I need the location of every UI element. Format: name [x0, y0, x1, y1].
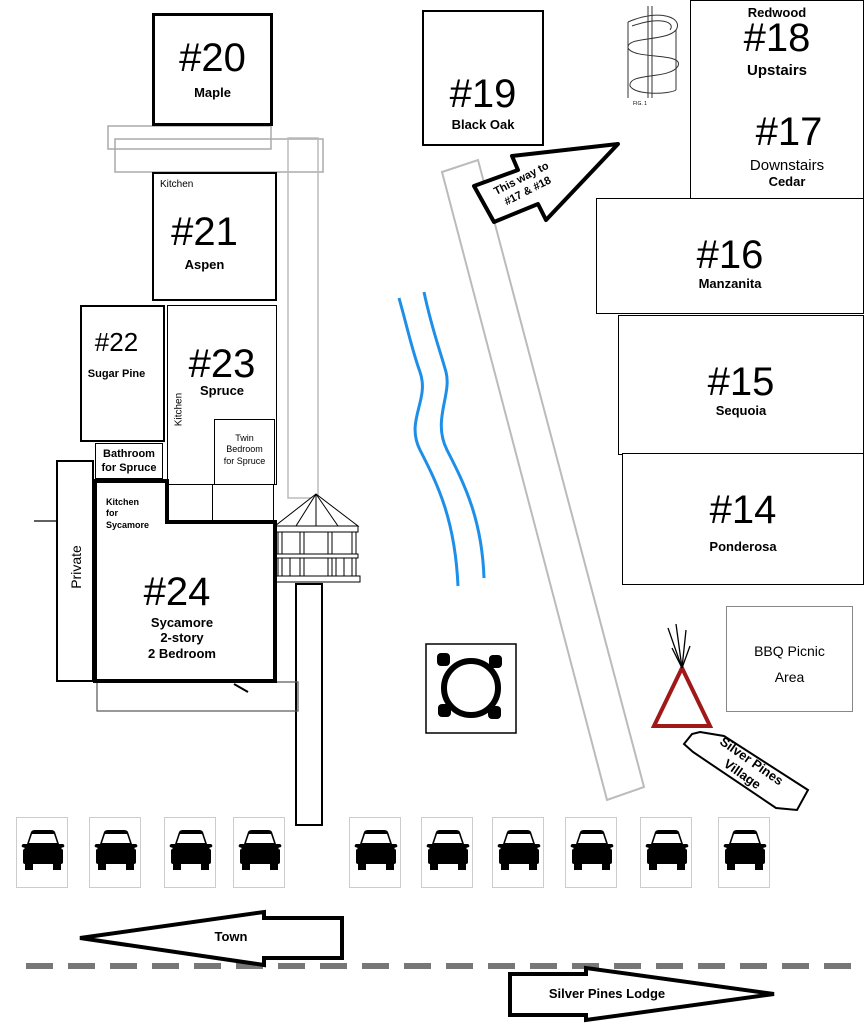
walkway-twin — [212, 484, 274, 522]
cabin-18-number: #18 — [743, 16, 811, 60]
car-icon — [645, 830, 689, 870]
parking-space[interactable] — [349, 817, 401, 888]
car-icon — [238, 830, 282, 870]
cabin-15-number: #15 — [707, 360, 775, 404]
cabin-20[interactable]: #20 Maple — [152, 13, 273, 126]
cabin-17-sub: Cedar — [768, 174, 806, 189]
cabin-18-top-label: Redwood — [747, 5, 807, 20]
walkway-maple-2 — [114, 138, 324, 173]
cabin-22-name: Sugar Pine — [87, 368, 146, 380]
cabin-14-number: #14 — [709, 488, 777, 532]
cabin-23-name: Spruce — [199, 383, 245, 398]
hot-tub-icon — [441, 658, 501, 718]
kitchen-sycamore-line-2: Sycamore — [106, 519, 150, 530]
cabin-19-number: #19 — [449, 72, 517, 116]
room-twin-bedroom[interactable]: Twin Bedroom for Spruce — [214, 419, 275, 485]
car-icon — [354, 830, 398, 870]
car-icon — [94, 830, 138, 870]
fig-label: FIG. 1 — [633, 101, 647, 107]
cabin-16-name: Manzanita — [698, 276, 762, 291]
cabin-21[interactable]: Kitchen #21 Aspen — [152, 172, 277, 301]
car-icon — [723, 830, 767, 870]
parking-space[interactable] — [421, 817, 473, 888]
lodge-label: Silver Pines Lodge — [548, 986, 666, 1001]
cabin-18-17[interactable]: Redwood #18 Upstairs #17 Downstairs Ceda… — [690, 0, 864, 200]
cabin-14[interactable]: #14 Ponderosa — [622, 453, 864, 585]
private-label: Private — [68, 545, 84, 589]
cabin-24-detail-1: 2-story — [160, 630, 204, 645]
cabin-23-kitchen: Kitchen — [173, 392, 185, 427]
cabin-15-name: Sequoia — [715, 403, 767, 418]
walkway-maple — [107, 125, 272, 150]
parking-space[interactable] — [89, 817, 141, 888]
parking-space[interactable] — [492, 817, 544, 888]
cabin-22-number: #22 — [94, 327, 139, 357]
room-bathroom[interactable]: Bathroom for Spruce — [95, 443, 163, 479]
lower-path — [295, 583, 323, 826]
cabin-19[interactable]: #19 Black Oak — [422, 10, 544, 146]
vertical-path — [287, 137, 319, 499]
teepee-icon — [650, 623, 714, 728]
cabin-18-name: Upstairs — [746, 62, 808, 79]
cabin-16[interactable]: #16 Manzanita — [596, 198, 864, 314]
cabin-21-number: #21 — [171, 210, 238, 254]
parking-space[interactable] — [16, 817, 68, 888]
cabin-15[interactable]: #15 Sequoia — [618, 315, 864, 455]
cabin-20-number: #20 — [179, 36, 246, 80]
cabin-19-name: Black Oak — [451, 117, 515, 132]
twin-line-2: Bedroom — [226, 444, 263, 455]
cabin-21-name: Aspen — [184, 257, 225, 272]
bbq-picnic-area[interactable]: BBQ Picnic Area — [726, 606, 853, 712]
spiral-staircase-icon — [627, 6, 679, 98]
cabin-24-detail-2: 2 Bedroom — [148, 646, 216, 661]
car-icon — [21, 830, 65, 870]
twin-line-1: Twin — [235, 433, 254, 443]
this-way-arrow — [472, 142, 620, 224]
bathroom-line-1: Bathroom — [103, 448, 155, 460]
creek-left — [397, 297, 460, 587]
car-icon — [497, 830, 541, 870]
village-sign — [682, 730, 810, 812]
cabin-24-name: Sycamore — [150, 615, 214, 630]
car-icon — [426, 830, 470, 870]
cabin-21-kitchen: Kitchen — [160, 179, 194, 190]
cabin-22[interactable]: #22 Sugar Pine — [80, 305, 165, 442]
cabin-20-name: Maple — [194, 85, 231, 100]
door-mark — [233, 683, 249, 693]
path-under-sycamore — [96, 681, 299, 712]
creek-right — [422, 291, 486, 579]
cabin-17-name: Downstairs — [749, 157, 825, 174]
cabin-23-number: #23 — [188, 342, 256, 386]
kitchen-sycamore-label: Kitchen for Sycamore — [106, 497, 149, 531]
kitchen-sycamore-line-1: Kitchen for — [106, 497, 140, 519]
cabin-17-number: #17 — [755, 110, 823, 154]
cabin-14-name: Ponderosa — [709, 539, 777, 554]
lodge-arrow — [508, 965, 775, 1023]
parking-space[interactable] — [164, 817, 216, 888]
car-icon — [570, 830, 614, 870]
parking-space[interactable] — [640, 817, 692, 888]
diagonal-path — [440, 158, 646, 802]
bathroom-line-2: for Spruce — [101, 461, 157, 474]
car-icon — [169, 830, 213, 870]
gazebo-icon — [273, 493, 361, 583]
town-label: Town — [214, 929, 248, 944]
parking-space[interactable] — [565, 817, 617, 888]
cabin-24-number: #24 — [143, 570, 211, 614]
bbq-line-1: BBQ Picnic — [754, 643, 825, 659]
cabin-16-number: #16 — [696, 233, 764, 277]
private-area[interactable]: Private — [56, 460, 94, 682]
twin-line-3: for Spruce — [223, 455, 266, 466]
bbq-line-2: Area — [774, 669, 805, 685]
parking-space[interactable] — [233, 817, 285, 888]
parking-space[interactable] — [718, 817, 770, 888]
town-arrow — [79, 909, 344, 968]
